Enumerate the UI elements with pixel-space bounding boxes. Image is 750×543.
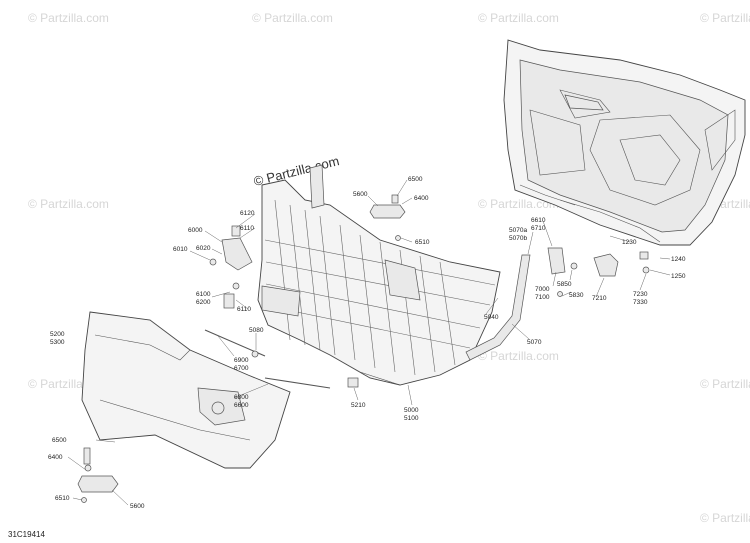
callout-7000: 7000 [535,286,550,293]
callout-6110: 6110 [237,306,251,313]
callout-7100: 7100 [535,294,550,301]
callout-6700: 6700 [234,365,249,372]
small-parts [77,194,650,503]
leader-lines [67,179,671,506]
callout-6200: 6200 [196,299,211,306]
callout-6000: 6000 [188,227,203,234]
callout-5000: 5000 [404,407,419,414]
door-panel-frame [257,164,501,386]
callout-5600: 5600 [130,503,145,510]
weather-strip [465,254,531,361]
watermark: © Partzilla.com [700,11,750,25]
callout-6110: 6110 [240,225,254,232]
latch [547,247,566,275]
callout-5300: 5300 [50,339,65,346]
callout-6800: 6800 [234,394,249,401]
callout-1250: 1250 [671,273,686,280]
callout-5070a: 5070a [509,227,527,234]
callout-6600: 6600 [234,402,249,409]
door-handle-lower [77,475,119,493]
callout-5100: 5100 [404,415,419,422]
callout-6010: 6010 [173,246,188,253]
watermark: © Partzilla.com [700,377,750,391]
callout-5080: 5080 [249,327,264,334]
watermark: © Partzilla.com [478,349,559,363]
callout-6510: 6510 [415,239,430,246]
watermark: © Partzilla.com [700,511,750,525]
callout-5070b: 5070b [509,235,527,242]
figure-id: 31C19414 [8,530,45,539]
callout-5210: 5210 [351,402,366,409]
door-handle [369,204,406,219]
outer-door-panel [81,311,291,469]
watermark: © Partzilla.com [252,11,333,25]
callout-1230: 1230 [622,239,637,246]
callout-6100: 6100 [196,291,211,298]
watermark: © Partzilla.com [478,197,559,211]
hinge-bracket [221,237,253,271]
callout-6500: 6500 [52,437,67,444]
striker [593,253,619,277]
callout-6510: 6510 [55,495,70,502]
watermark-center: © Partzilla.com [252,153,341,189]
callout-labels: 6500 5600 6400 6510 6120 6110 6000 6010 … [48,176,686,510]
callout-6710: 6710 [531,225,546,232]
callout-5070: 5070 [527,339,542,346]
callout-1240: 1240 [671,256,686,263]
callout-6400: 6400 [48,454,63,461]
callout-7330: 7330 [633,299,648,306]
callout-5040: 5040 [484,314,499,321]
callout-6610: 6610 [531,217,546,224]
watermark: © Partzilla.com [28,11,109,25]
callout-5850: 5850 [557,281,572,288]
callout-5830: 5830 [569,292,584,299]
callout-6500: 6500 [408,176,423,183]
watermark: © Partzilla.com [28,197,109,211]
callout-6900: 6900 [234,357,249,364]
callout-5200: 5200 [50,331,65,338]
callout-6020: 6020 [196,245,211,252]
watermark: © Partzilla.com [478,11,559,25]
callout-6400: 6400 [414,195,429,202]
callout-7230: 7230 [633,291,648,298]
callout-5600: 5600 [353,191,368,198]
door-inner-shell [503,39,746,246]
callout-7210: 7210 [592,295,607,302]
callout-6120: 6120 [240,210,255,217]
